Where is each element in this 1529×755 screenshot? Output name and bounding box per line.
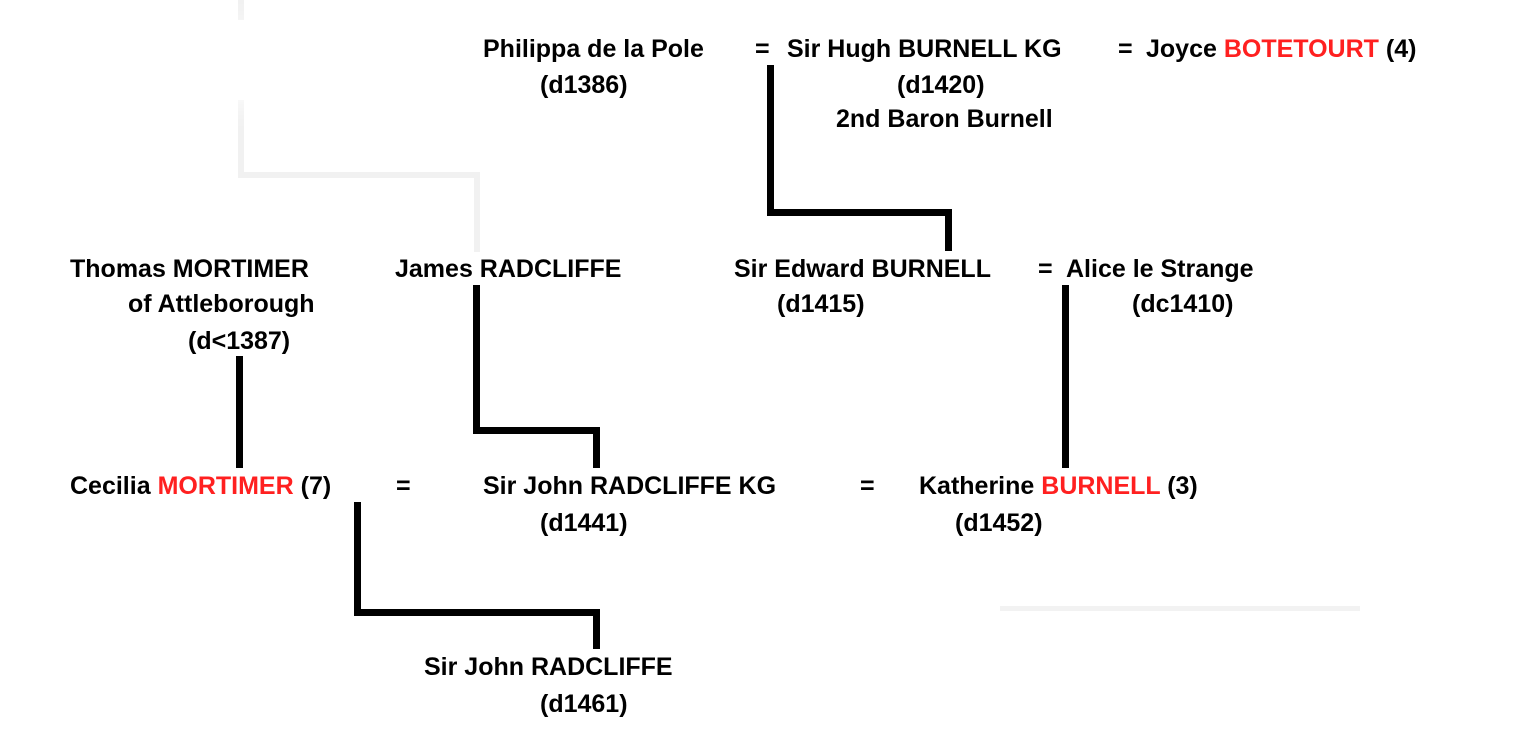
joyce-botetourt-name: Joyce BOTETOURT (4) (1146, 34, 1416, 64)
katherine-burnell-name: Katherine BURNELL (3) (919, 471, 1198, 501)
cecilia-reference: (7) (300, 472, 332, 500)
connector-cecilia-down (354, 502, 361, 616)
faded-connector-vertical-3 (474, 172, 480, 252)
cecilia-first-name: Cecilia (70, 472, 151, 500)
marriage-sign-john-katherine: = (860, 472, 875, 500)
cecilia-mortimer-name: Cecilia MORTIMER (7) (70, 471, 331, 501)
thomas-mortimer-name: Thomas MORTIMER (70, 255, 309, 283)
alice-death-date: (dc1410) (1132, 290, 1234, 318)
sir-edward-burnell-name: Sir Edward BURNELL (734, 255, 991, 283)
alice-le-strange-name: Alice le Strange (1066, 255, 1254, 283)
joyce-reference: (4) (1385, 35, 1417, 63)
faded-connector-bottom-right (1000, 606, 1360, 611)
faded-connector-vertical-1 (238, 0, 244, 20)
sir-john-radcliffe-death-date: (d1461) (540, 690, 628, 718)
marriage-sign-edward-alice: = (1038, 255, 1053, 283)
faded-patch-top-left (60, 30, 400, 100)
connector-james-down (473, 285, 480, 434)
thomas-mortimer-death-date: (d<1387) (188, 327, 291, 355)
faded-patch-bottom-right (770, 630, 1470, 740)
connector-john-kg-up (593, 427, 600, 468)
john-radcliffe-kg-death-date: (d1441) (540, 509, 628, 537)
joyce-surname: BOTETOURT (1223, 35, 1379, 63)
connector-edward-up (945, 209, 952, 251)
hugh-title: 2nd Baron Burnell (836, 105, 1053, 133)
connector-cecilia-john2-horizontal (354, 609, 600, 616)
connector-hugh-down (767, 65, 774, 215)
joyce-first-name: Joyce (1146, 35, 1217, 63)
james-radcliffe-name: James RADCLIFFE (395, 255, 622, 283)
katherine-surname: BURNELL (1041, 472, 1161, 500)
connector-john2-up (593, 609, 600, 649)
katherine-death-date: (d1452) (955, 509, 1043, 537)
faded-connector-horizontal (238, 172, 480, 178)
philippa-death-date: (d1386) (540, 71, 628, 99)
marriage-sign-philippa-hugh: = (755, 35, 770, 63)
marriage-sign-cecilia-john: = (396, 472, 411, 500)
katherine-reference: (3) (1167, 472, 1198, 500)
sir-john-radcliffe-kg-name: Sir John RADCLIFFE KG (483, 472, 777, 500)
hugh-death-date: (d1420) (897, 71, 985, 99)
connector-hugh-edward-horizontal (767, 209, 952, 216)
connector-alice-katherine (1062, 285, 1069, 468)
sir-john-radcliffe-name: Sir John RADCLIFFE (424, 653, 673, 681)
thomas-mortimer-place: of Attleborough (128, 290, 315, 318)
philippa-de-la-pole-name: Philippa de la Pole (483, 35, 704, 63)
sir-hugh-burnell-name: Sir Hugh BURNELL KG (787, 35, 1062, 63)
katherine-first-name: Katherine (919, 472, 1035, 500)
connector-thomas-cecilia (236, 356, 243, 468)
faded-connector-vertical-2 (238, 100, 244, 178)
marriage-sign-hugh-joyce: = (1118, 35, 1133, 63)
connector-james-john-horizontal (473, 427, 600, 434)
edward-death-date: (d1415) (777, 290, 865, 318)
cecilia-surname: MORTIMER (157, 472, 294, 500)
